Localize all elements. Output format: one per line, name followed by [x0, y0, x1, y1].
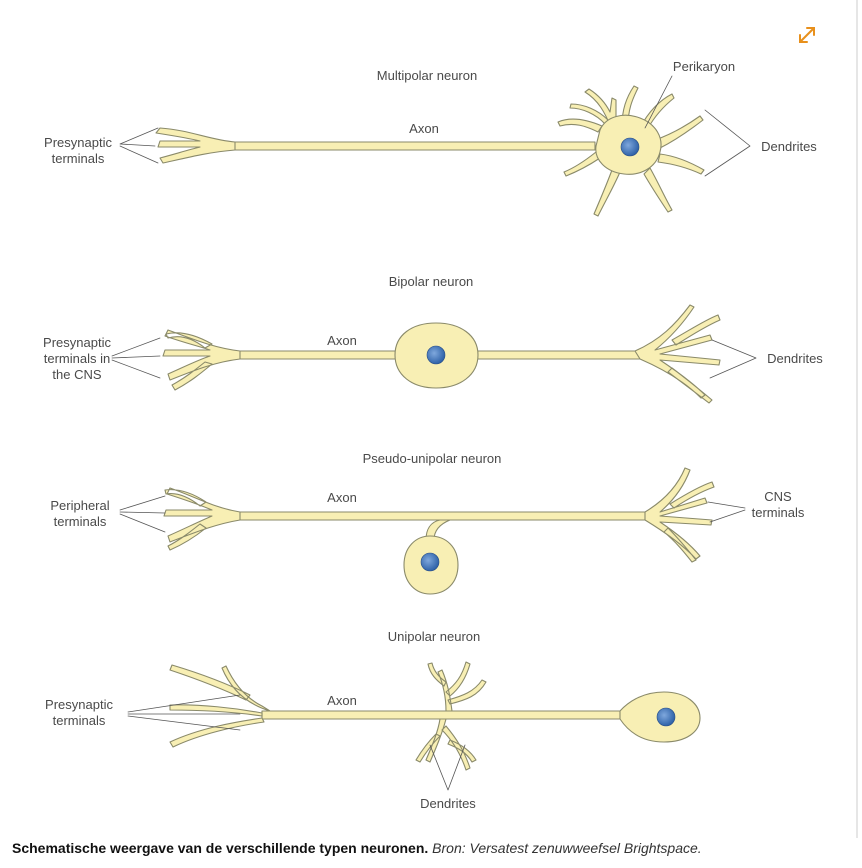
perikaryon-label: Perikaryon — [673, 59, 735, 74]
bipolar-presynaptic-label-2: terminals in — [44, 351, 110, 366]
bipolar-presynaptic-label-3: the CNS — [52, 367, 101, 382]
multipolar-title: Multipolar neuron — [377, 68, 477, 83]
bipolar-title: Bipolar neuron — [389, 274, 474, 289]
unipolar-dendrites-bottom — [415, 718, 477, 771]
bipolar-neuron — [162, 304, 721, 404]
multipolar-presynaptic-label-1: Presynaptic — [44, 135, 112, 150]
unipolar-dendrites-top — [427, 661, 487, 712]
peripheral-label-1: Peripheral — [50, 498, 109, 513]
unipolar-axon-label: Axon — [327, 693, 357, 708]
multipolar-pointers — [119, 75, 751, 177]
cns-label-2: terminals — [752, 505, 805, 520]
unipolar-title: Unipolar neuron — [388, 629, 481, 644]
unipolar-presynaptic-label-2: terminals — [53, 713, 106, 728]
pseudo-axon — [229, 511, 651, 521]
pseudo-nucleus — [420, 552, 440, 572]
bipolar-nucleus — [426, 345, 446, 365]
expand-arrows-icon[interactable] — [796, 24, 818, 46]
figure-frame — [856, 0, 858, 838]
unipolar-pointers — [127, 694, 466, 791]
bipolar-presynaptic-label-1: Presynaptic — [43, 335, 111, 350]
caption-source: Bron: Versatest zenuwweefsel Brightspace… — [432, 840, 702, 856]
bipolar-axon-label: Axon — [327, 333, 357, 348]
caption-title: Schematische weergave van de verschillen… — [12, 840, 429, 856]
multipolar-presynaptic-label-2: terminals — [52, 151, 105, 166]
multipolar-nucleus — [620, 137, 640, 157]
multipolar-neuron — [155, 85, 705, 217]
pseudo-peripheral-terminals — [163, 487, 241, 551]
figure-caption: Schematische weergave van de verschillen… — [12, 840, 852, 856]
unipolar-neuron — [169, 661, 701, 771]
pseudo-pointers — [119, 495, 746, 533]
unipolar-nucleus — [656, 707, 676, 727]
peripheral-label-2: terminals — [54, 514, 107, 529]
multipolar-axon-label: Axon — [409, 121, 439, 136]
pseudo-axon-label: Axon — [327, 490, 357, 505]
multipolar-axon — [224, 141, 596, 151]
unipolar-dendrites-label: Dendrites — [420, 796, 476, 811]
cns-label-1: CNS — [764, 489, 792, 504]
neuron-types-diagram: Multipolar neuron Axon Presynaptic termi… — [43, 59, 823, 811]
pseudo-title: Pseudo-unipolar neuron — [363, 451, 502, 466]
unipolar-axon — [261, 710, 631, 720]
bipolar-dendrites-label: Dendrites — [767, 351, 823, 366]
multipolar-dendrites-label: Dendrites — [761, 139, 817, 154]
pseudo-unipolar-neuron — [163, 467, 715, 595]
bipolar-pointers — [111, 337, 757, 379]
bipolar-dendrites — [634, 304, 721, 404]
pseudo-cns-terminals — [644, 467, 715, 563]
bipolar-terminals — [162, 329, 241, 391]
unipolar-presynaptic-label-1: Presynaptic — [45, 697, 113, 712]
multipolar-terminals — [155, 127, 236, 164]
unipolar-terminals — [169, 664, 271, 748]
